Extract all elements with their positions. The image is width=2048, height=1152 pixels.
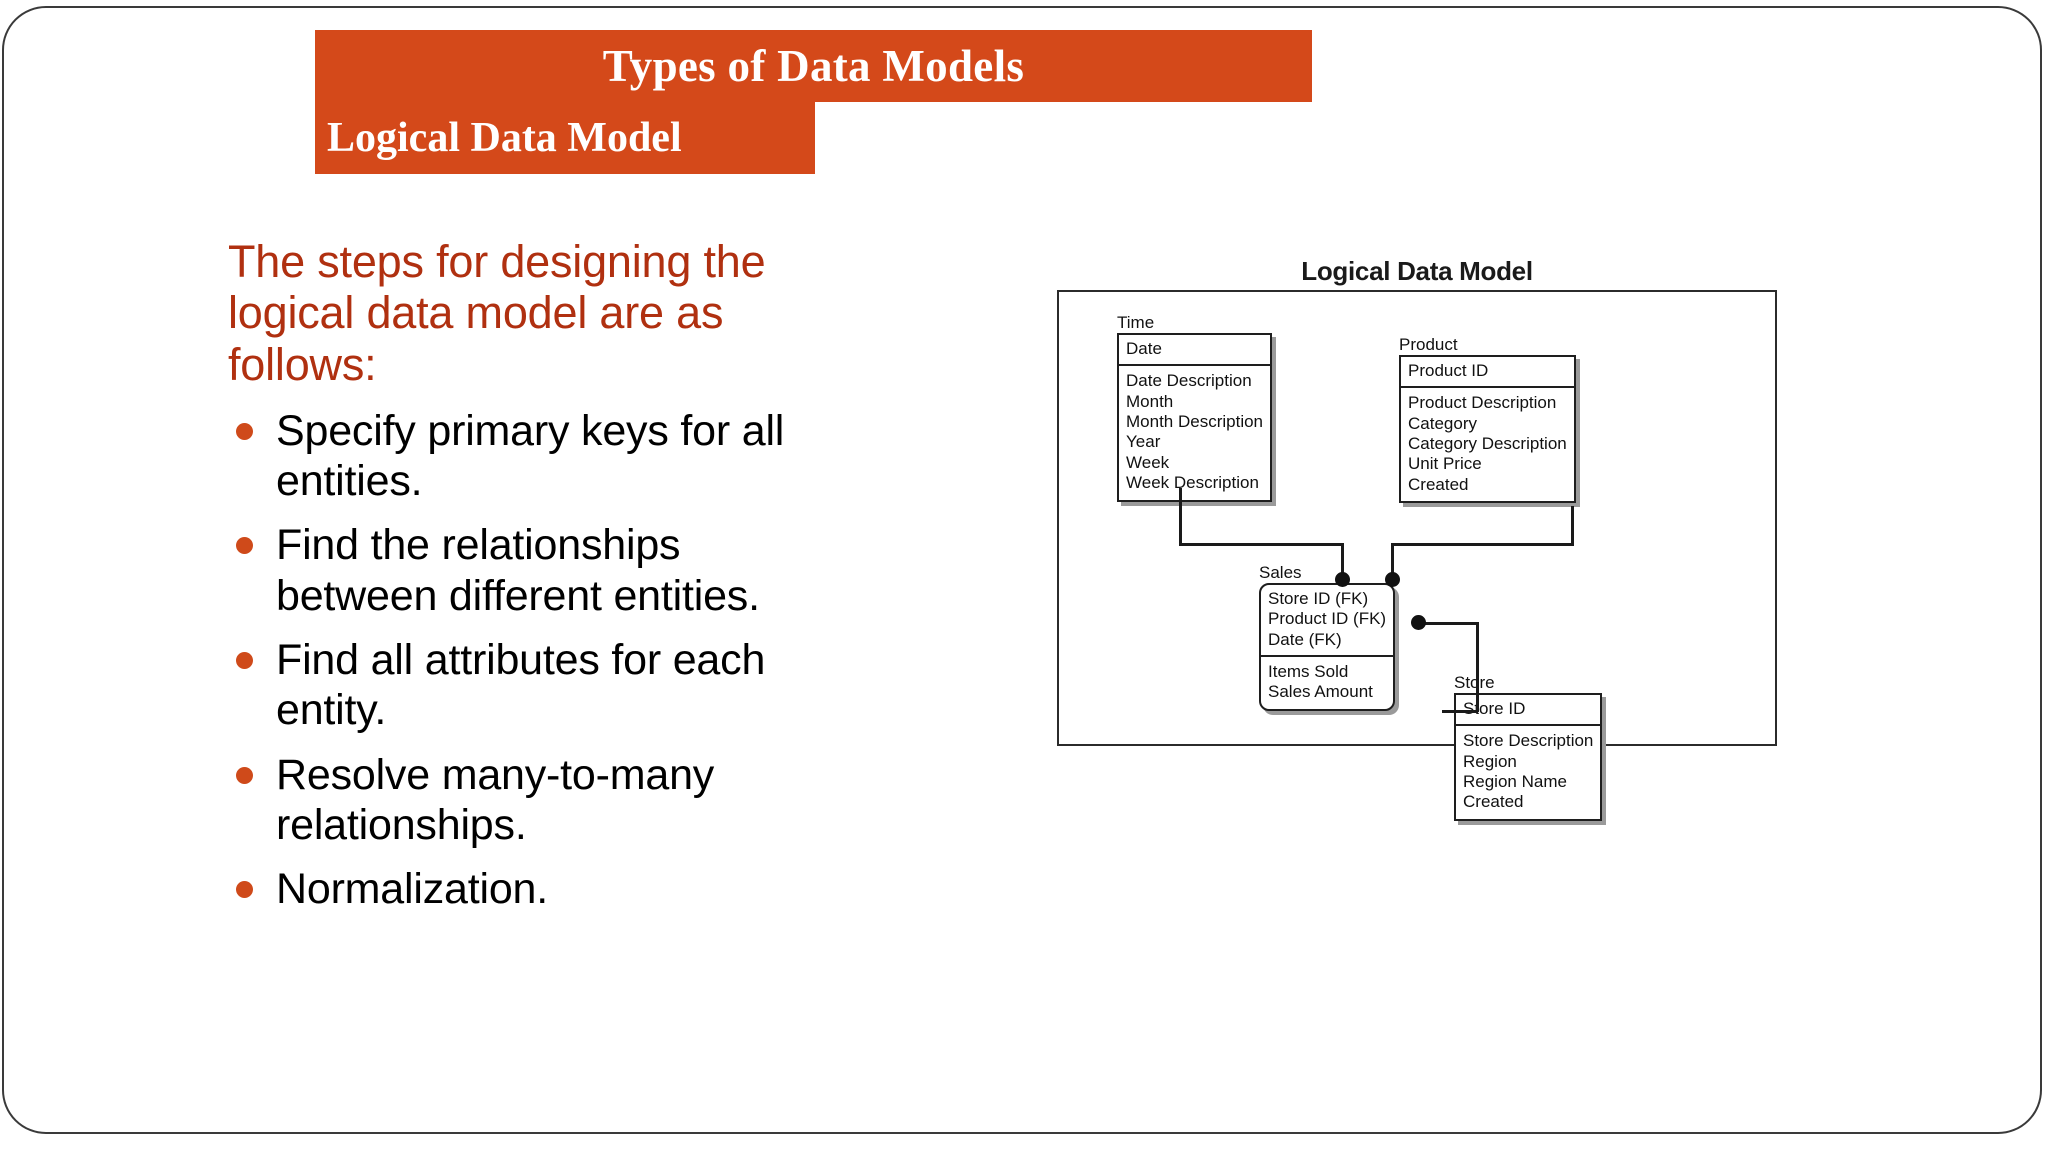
relationship-sales-store-segment xyxy=(1476,622,1479,712)
entity-name: Time xyxy=(1117,313,1155,332)
entity-attribute: Items Sold xyxy=(1268,662,1349,682)
bullet-dot-icon xyxy=(236,766,253,784)
bullet-dot-icon xyxy=(236,537,253,555)
list-item-label: Resolve many-to-many relationships. xyxy=(276,750,715,849)
entity-attribute: Year xyxy=(1126,432,1161,452)
entity-name: Product xyxy=(1399,335,1458,354)
bullet-dot-icon xyxy=(236,652,253,670)
list-item: Find all attributes for each entity. xyxy=(228,635,808,736)
relationship-time-sales-segment xyxy=(1179,543,1344,546)
list-item: Specify primary keys for all entities. xyxy=(228,406,808,507)
relationship-endpoint-dot xyxy=(1335,572,1350,587)
entity-attribute-section: Product Description Category Category De… xyxy=(1401,388,1574,501)
entity-attribute: Created xyxy=(1463,792,1524,812)
slide-subtitle-bar: Logical Data Model xyxy=(315,102,815,174)
list-item-label: Find the relationships between different… xyxy=(276,521,760,620)
entity-time: Time Date Date Description Month Month D… xyxy=(1117,313,1273,502)
entity-box: Date Date Description Month Month Descri… xyxy=(1117,332,1273,502)
entity-key-section: Date xyxy=(1119,335,1271,367)
entity-attribute: Month Description xyxy=(1126,412,1264,432)
intro-paragraph: The steps for designing the logical data… xyxy=(228,236,766,390)
entity-key: Date xyxy=(1126,338,1162,358)
entity-attribute: Category xyxy=(1408,413,1477,433)
list-item: Normalization. xyxy=(228,864,808,914)
entity-attribute: Month xyxy=(1126,391,1174,411)
entity-attribute: Region Name xyxy=(1463,772,1567,792)
entity-attribute: Week Description xyxy=(1126,473,1259,493)
bullet-dot-icon xyxy=(236,881,253,899)
relationship-product-sales-segment xyxy=(1391,543,1394,578)
list-item-label: Find all attributes for each entity. xyxy=(276,636,766,735)
diagram-title: Logical Data Model xyxy=(1301,256,1533,286)
entity-attribute: Unit Price xyxy=(1408,454,1482,474)
entity-box: Store ID Store Description Region Region… xyxy=(1454,692,1603,821)
relationship-endpoint-dot xyxy=(1385,572,1400,587)
entity-attribute-section: Items Sold Sales Amount xyxy=(1261,657,1393,709)
entity-box: Store ID (FK) Product ID (FK) Date (FK) … xyxy=(1259,582,1396,711)
slide: Types of Data Models Logical Data Model … xyxy=(2,6,2042,1134)
relationship-product-sales-segment xyxy=(1391,543,1574,546)
entity-attribute: Date Description xyxy=(1126,371,1252,391)
entity-attribute: Region xyxy=(1463,751,1517,771)
entity-attribute-section: Store Description Region Region Name Cre… xyxy=(1456,726,1600,819)
entity-attribute: Product Description xyxy=(1408,393,1557,413)
entity-product: Product Product ID Product Description C… xyxy=(1399,335,1576,504)
entity-store: Store Store ID Store Description Region … xyxy=(1454,673,1603,821)
list-item-label: Specify primary keys for all entities. xyxy=(276,406,785,506)
diagram-frame: Time Date Date Description Month Month D… xyxy=(1057,290,1777,821)
entity-attribute: Sales Amount xyxy=(1268,682,1373,702)
entity-attribute: Week xyxy=(1126,452,1170,472)
entity-attribute-section: Date Description Month Month Description… xyxy=(1119,366,1270,499)
entity-key: Product ID xyxy=(1408,360,1489,380)
slide-title-bar: Types of Data Models xyxy=(315,30,1312,102)
entity-attribute: Created xyxy=(1408,474,1469,494)
relationship-product-sales-segment xyxy=(1571,506,1574,546)
entity-key-section: Store ID (FK) Product ID (FK) Date (FK) xyxy=(1261,585,1394,658)
page-title: Types of Data Models xyxy=(602,41,1025,91)
list-item: Find the relationships between different… xyxy=(228,520,808,621)
entity-name: Sales xyxy=(1259,563,1302,582)
entity-key: Store ID (FK) xyxy=(1268,588,1369,608)
logical-data-model-diagram: Logical Data Model Time Date Date Descri… xyxy=(1057,256,1777,821)
entity-key-section: Product ID xyxy=(1401,357,1574,389)
entity-box: Product ID Product Description Category … xyxy=(1399,354,1576,504)
relationship-endpoint-dot xyxy=(1411,615,1426,630)
entity-key: Product ID (FK) xyxy=(1268,609,1387,629)
list-item-label: Normalization. xyxy=(276,865,549,914)
entity-attribute: Category Description xyxy=(1408,434,1567,454)
page-subtitle: Logical Data Model xyxy=(327,115,682,161)
list-item: Resolve many-to-many relationships. xyxy=(228,750,808,851)
entity-key: Store ID xyxy=(1463,698,1526,718)
content-left-column: The steps for designing the logical data… xyxy=(228,236,808,929)
entity-key: Date (FK) xyxy=(1268,629,1342,649)
relationship-sales-store-segment xyxy=(1417,622,1479,625)
relationship-sales-store-segment xyxy=(1442,710,1478,713)
entity-name: Store xyxy=(1454,673,1495,692)
entity-attribute: Store Description xyxy=(1463,731,1594,751)
entity-sales: Sales Store ID (FK) Product ID (FK) Date… xyxy=(1259,563,1396,711)
steps-bullet-list: Specify primary keys for all entities. F… xyxy=(228,406,808,915)
relationship-time-sales-segment xyxy=(1179,488,1182,546)
bullet-dot-icon xyxy=(236,422,253,440)
relationship-time-sales-segment xyxy=(1341,543,1344,578)
